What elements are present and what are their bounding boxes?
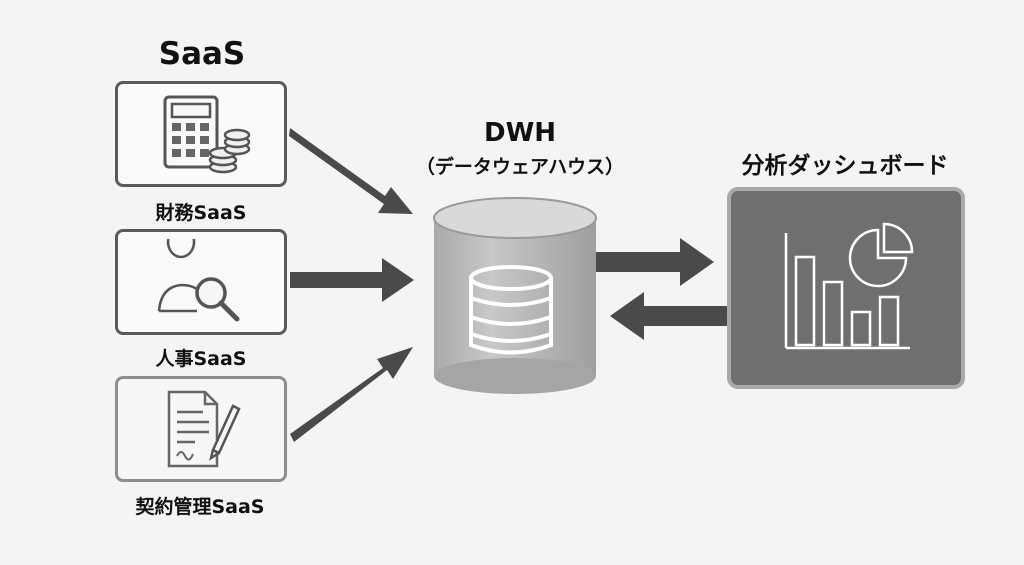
contract-pen-icon — [167, 390, 241, 468]
arrow-hr-to-dwh — [290, 258, 414, 302]
arrow-dashboard-to-dwh — [610, 292, 728, 340]
chart-icon — [784, 222, 914, 350]
hr-saas-card — [115, 229, 287, 335]
dwh-title: DWH — [483, 118, 557, 148]
dashboard-title: 分析ダッシュボード — [741, 153, 949, 179]
dashboard-panel — [727, 187, 965, 389]
finance-saas-label: 財務SaaS — [155, 202, 247, 224]
contract-saas-card — [115, 376, 287, 482]
hr-saas-label: 人事SaaS — [155, 348, 247, 370]
finance-saas-card — [115, 81, 287, 187]
person-search-icon — [157, 239, 240, 322]
arrow-finance-to-dwh — [289, 128, 413, 214]
database-icon — [469, 265, 553, 355]
dwh-subtitle: （データウェアハウス） — [415, 156, 625, 178]
arrow-dwh-to-dashboard — [596, 238, 714, 286]
contract-saas-label: 契約管理SaaS — [135, 496, 265, 518]
dwh-cylinder — [433, 197, 597, 394]
calculator-coins-icon — [163, 95, 251, 174]
arrow-contract-to-dwh — [290, 347, 413, 442]
saas-header: SaaS — [158, 36, 246, 72]
